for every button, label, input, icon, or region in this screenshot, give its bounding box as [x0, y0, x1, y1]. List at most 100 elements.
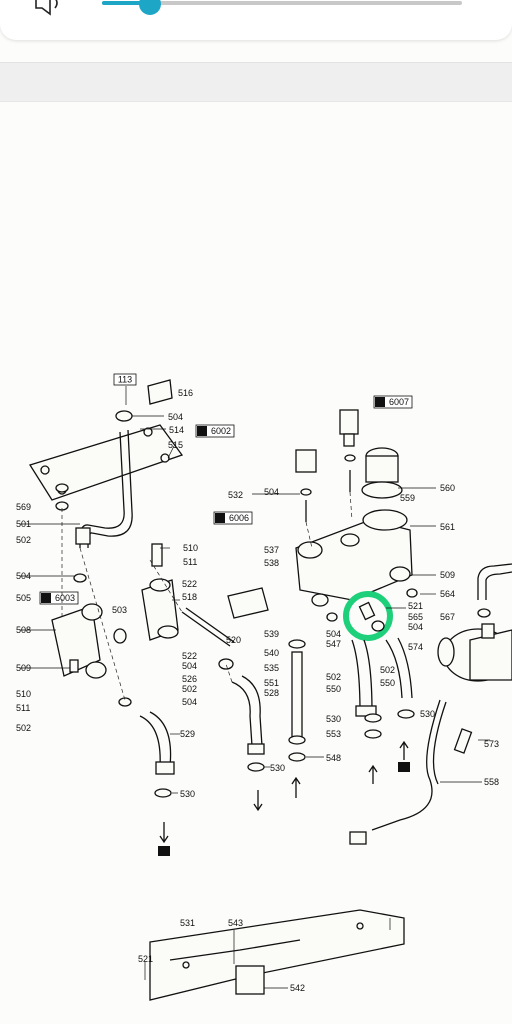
svg-text:553: 553 [326, 729, 341, 739]
volume-slider-track[interactable] [102, 1, 462, 5]
svg-text:6007: 6007 [389, 397, 409, 407]
svg-text:547: 547 [326, 639, 341, 649]
svg-text:538: 538 [264, 558, 279, 568]
svg-text:504: 504 [182, 661, 197, 671]
toolbar-strip [0, 62, 512, 102]
svg-text:516: 516 [178, 388, 193, 398]
diverter-valve-part [51, 543, 179, 679]
svg-text:504: 504 [16, 571, 31, 581]
svg-text:528: 528 [264, 688, 279, 698]
svg-text:565: 565 [408, 612, 423, 622]
svg-text:514: 514 [169, 425, 184, 435]
svg-text:551: 551 [264, 678, 279, 688]
cable-558 [371, 699, 447, 831]
svg-text:502: 502 [326, 672, 341, 682]
speaker-icon[interactable] [32, 0, 68, 20]
hydraulic-block [295, 509, 413, 607]
sensor-part [339, 409, 359, 492]
svg-text:113: 113 [118, 375, 132, 385]
svg-text:511: 511 [16, 703, 30, 713]
svg-text:502: 502 [16, 535, 31, 545]
svg-text:531: 531 [180, 918, 195, 928]
svg-text:504: 504 [408, 622, 423, 632]
pipe-550 [351, 639, 373, 713]
svg-text:515: 515 [168, 440, 183, 450]
svg-text:548: 548 [326, 753, 341, 763]
svg-text:530: 530 [420, 709, 435, 719]
svg-text:564: 564 [440, 589, 455, 599]
svg-text:502: 502 [380, 665, 395, 675]
svg-text:504: 504 [326, 629, 341, 639]
pipe-528 [231, 675, 263, 747]
svg-text:504: 504 [264, 487, 279, 497]
svg-text:573: 573 [484, 739, 499, 749]
svg-text:530: 530 [180, 789, 195, 799]
label-box-6003: 6003 [39, 591, 79, 605]
svg-text:510: 510 [16, 689, 31, 699]
pipe-529 [139, 711, 172, 767]
sensor-part-6006 [295, 449, 317, 522]
svg-text:501: 501 [16, 519, 31, 529]
svg-text:511: 511 [183, 557, 197, 567]
svg-text:567: 567 [440, 612, 455, 622]
svg-text:558: 558 [484, 777, 499, 787]
svg-text:521: 521 [408, 601, 423, 611]
svg-text:509: 509 [16, 663, 31, 673]
svg-text:543: 543 [228, 918, 243, 928]
svg-text:502: 502 [16, 723, 31, 733]
heat-exchanger-part [28, 424, 184, 549]
svg-text:504: 504 [182, 697, 197, 707]
tee-fitting [227, 587, 269, 619]
svg-text:6003: 6003 [55, 593, 75, 603]
svg-text:530: 530 [326, 714, 341, 724]
svg-text:520: 520 [226, 635, 241, 645]
pipe-551 [291, 651, 303, 741]
svg-text:550: 550 [326, 684, 341, 694]
svg-text:518: 518 [182, 592, 197, 602]
exploded-parts-diagram: 113 6002 6007 6006 6003 [16, 373, 512, 1001]
pump-part [437, 563, 512, 682]
flow-arrows [158, 740, 410, 856]
svg-text:569: 569 [16, 502, 31, 512]
svg-text:560: 560 [440, 483, 455, 493]
svg-text:574: 574 [408, 642, 423, 652]
svg-text:503: 503 [112, 605, 127, 615]
svg-text:542: 542 [290, 983, 305, 993]
svg-text:508: 508 [16, 625, 31, 635]
svg-text:539: 539 [264, 629, 279, 639]
svg-text:529: 529 [180, 729, 195, 739]
svg-text:540: 540 [264, 648, 279, 658]
svg-text:509: 509 [440, 570, 455, 580]
svg-text:6002: 6002 [211, 426, 231, 436]
svg-text:505: 505 [16, 593, 31, 603]
bypass-pipe [181, 607, 235, 647]
sensor-573 [453, 728, 473, 754]
svg-text:561: 561 [440, 522, 455, 532]
svg-text:559: 559 [400, 493, 415, 503]
label-box-6007: 6007 [373, 395, 413, 409]
label-box-113: 113 [113, 373, 137, 386]
clip-part [147, 379, 173, 405]
o-rings [55, 483, 491, 798]
leader-lines [20, 415, 490, 989]
pipe-550b [385, 637, 413, 699]
label-box-6002: 6002 [195, 424, 235, 438]
svg-text:502: 502 [182, 684, 197, 694]
valve-body-560 [361, 447, 403, 499]
svg-text:530: 530 [270, 763, 285, 773]
svg-text:532: 532 [228, 490, 243, 500]
svg-text:522: 522 [182, 651, 197, 661]
svg-text:504: 504 [168, 412, 183, 422]
svg-text:535: 535 [264, 663, 279, 673]
volume-slider-fill [102, 1, 150, 5]
media-volume-panel [0, 0, 512, 40]
svg-text:521: 521 [138, 954, 153, 964]
svg-text:526: 526 [182, 674, 197, 684]
volume-slider-thumb[interactable] [139, 0, 161, 15]
highlighted-part-565[interactable] [343, 591, 393, 641]
svg-text:510: 510 [183, 543, 198, 553]
assembly-lines [61, 491, 353, 701]
svg-text:6006: 6006 [229, 513, 249, 523]
svg-text:537: 537 [264, 545, 279, 555]
svg-text:550: 550 [380, 678, 395, 688]
